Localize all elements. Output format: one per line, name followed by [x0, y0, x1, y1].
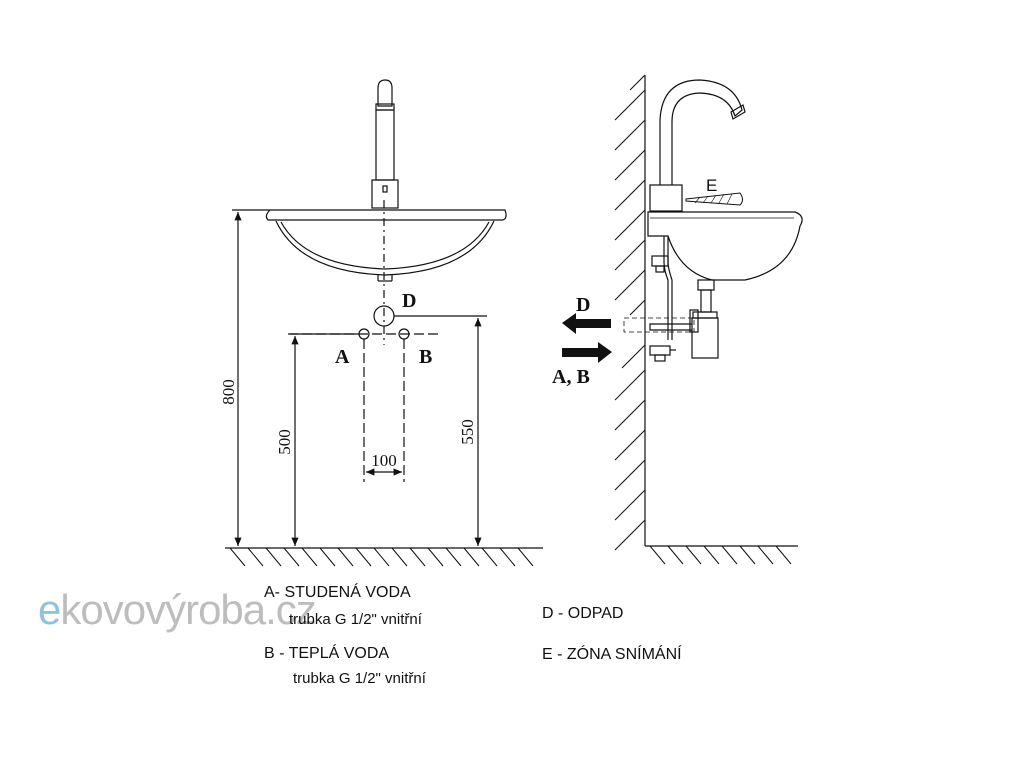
side-view: [614, 74, 803, 565]
legend-a-title: A- STUDENÁ VODA: [264, 584, 411, 601]
front-view: [225, 79, 543, 567]
label-a-front: A: [335, 346, 350, 368]
ekovovyroba-logo: ekovovýroba.cz: [38, 586, 317, 634]
legend-b-title: B - TEPLÁ VODA: [264, 645, 390, 662]
dim-550-label: 550: [458, 419, 477, 445]
legend-b-sub: trubka G 1/2" vnitřní: [293, 670, 426, 687]
dim-100-label: 100: [371, 451, 397, 470]
side-drain-trap: [623, 279, 719, 359]
sensing-zone-e: [685, 192, 743, 206]
label-ab-side: A, B: [552, 366, 590, 388]
dim-500-label: 500: [275, 429, 294, 455]
arrow-drain-out: [562, 313, 611, 334]
front-floor-hatch: [229, 547, 534, 567]
dim-800-label: 800: [219, 379, 238, 405]
label-d-front: D: [402, 290, 416, 312]
front-basin: [265, 209, 507, 282]
side-supply-hoses: [649, 236, 676, 362]
arrow-supply-in: [562, 342, 612, 363]
legend-a-sub: trubka G 1/2" vnitřní: [289, 611, 422, 628]
side-faucet: [649, 79, 746, 212]
label-d-side: D: [576, 294, 590, 316]
wall-hatch: [614, 74, 646, 551]
front-faucet: [371, 79, 399, 209]
logo-letter-e: e: [38, 586, 61, 633]
side-arrows: [562, 313, 612, 363]
label-b-front: B: [419, 346, 432, 368]
logo-text: kovovýroba.cz: [60, 586, 316, 633]
side-basin: [647, 211, 803, 281]
legend-d-title: D - ODPAD: [542, 605, 624, 622]
side-floor-hatch: [649, 545, 792, 565]
label-e: E: [706, 176, 717, 195]
legend-e-title: E - ZÓNA SNÍMÁNÍ: [542, 646, 682, 663]
sensing-zone-hatch: [694, 193, 733, 205]
